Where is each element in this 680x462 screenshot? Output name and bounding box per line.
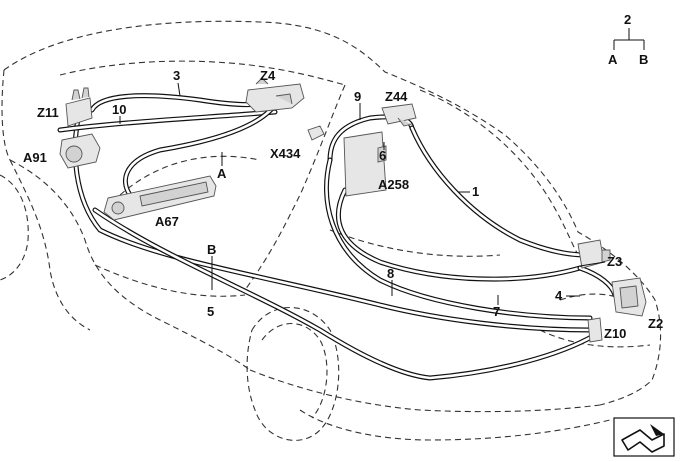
car-body-outline — [0, 20, 662, 441]
callout-a67: A67 — [155, 214, 179, 229]
callout-b-harness: B — [207, 242, 216, 257]
callout-7: 7 — [493, 304, 500, 319]
callout-a91: A91 — [23, 150, 47, 165]
callout-8: 8 — [387, 266, 394, 281]
component-z44 — [381, 103, 417, 127]
callout-6: 6 — [379, 148, 386, 163]
callout-z4: Z4 — [260, 68, 276, 83]
leader-lines — [119, 28, 645, 305]
callout-labels: 2 A B 3 Z4 Z11 10 9 Z44 A91 A X434 6 A25… — [23, 12, 663, 341]
callout-b-legend: B — [639, 52, 648, 67]
callout-4: 4 — [555, 288, 563, 303]
wiring-harness — [57, 92, 618, 381]
component-x434 — [307, 125, 325, 141]
callout-3: 3 — [173, 68, 180, 83]
callout-z2: Z2 — [648, 316, 663, 331]
callout-z10: Z10 — [604, 326, 626, 341]
callout-2: 2 — [624, 12, 631, 27]
callout-z3: Z3 — [607, 254, 622, 269]
component-z10 — [587, 317, 603, 343]
callout-5: 5 — [207, 304, 214, 319]
callout-a-legend: A — [608, 52, 618, 67]
callout-9: 9 — [354, 89, 361, 104]
component-a91 — [59, 133, 101, 169]
callout-x434: X434 — [270, 146, 301, 161]
component-z2 — [611, 277, 647, 317]
component-z11 — [65, 87, 93, 127]
callout-z11: Z11 — [37, 105, 59, 120]
component-a67 — [103, 175, 217, 221]
callout-1: 1 — [472, 184, 479, 199]
callout-z44: Z44 — [385, 89, 408, 104]
component-z4 — [245, 77, 305, 113]
orientation-arrow-icon — [613, 417, 675, 457]
callout-10: 10 — [112, 102, 126, 117]
callout-a-harness: A — [217, 166, 227, 181]
callout-a258: A258 — [378, 177, 409, 192]
